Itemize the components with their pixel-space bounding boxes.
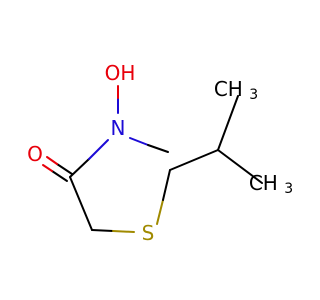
- methyl-bottom-label: CH 3: [249, 171, 293, 197]
- bond-n-c2-b: [147, 144, 169, 153]
- methyl-top-main: CH: [214, 77, 243, 101]
- bond-c-n-b: [88, 139, 109, 160]
- bond-ch-ch3-top: [217, 95, 239, 151]
- bond-c-o-1a: [56, 163, 73, 175]
- bond-ch-ch3-bottom: [217, 149, 263, 184]
- carbonyl-oxygen-label: O: [27, 142, 43, 166]
- bond-c-ch2: [69, 176, 93, 231]
- bond-c-o-2a: [51, 170, 68, 182]
- nitrogen-label: N: [111, 116, 126, 140]
- bond-n-c2-a: [129, 137, 149, 146]
- methyl-bottom-main: CH: [249, 171, 278, 195]
- molecule-structure: OH O N S CH 3 CH 3: [27, 61, 293, 245]
- bond-s-c2-b: [162, 169, 171, 201]
- bond-c-n-a: [69, 158, 90, 178]
- bond-c-o-1b: [46, 156, 58, 165]
- bond-ch2-s-a: [91, 229, 114, 232]
- sulfur-label: S: [142, 221, 155, 245]
- methyl-top-label: CH 3: [214, 77, 258, 103]
- hydroxyl-label: OH: [105, 61, 136, 85]
- bond-ch2-s-b: [112, 230, 135, 233]
- methyl-top-sub: 3: [249, 87, 258, 103]
- bond-c-o-2b: [42, 164, 53, 172]
- methyl-bottom-sub: 3: [284, 181, 293, 197]
- bond-c2-ch: [169, 149, 219, 171]
- bond-s-c2-a: [156, 199, 164, 225]
